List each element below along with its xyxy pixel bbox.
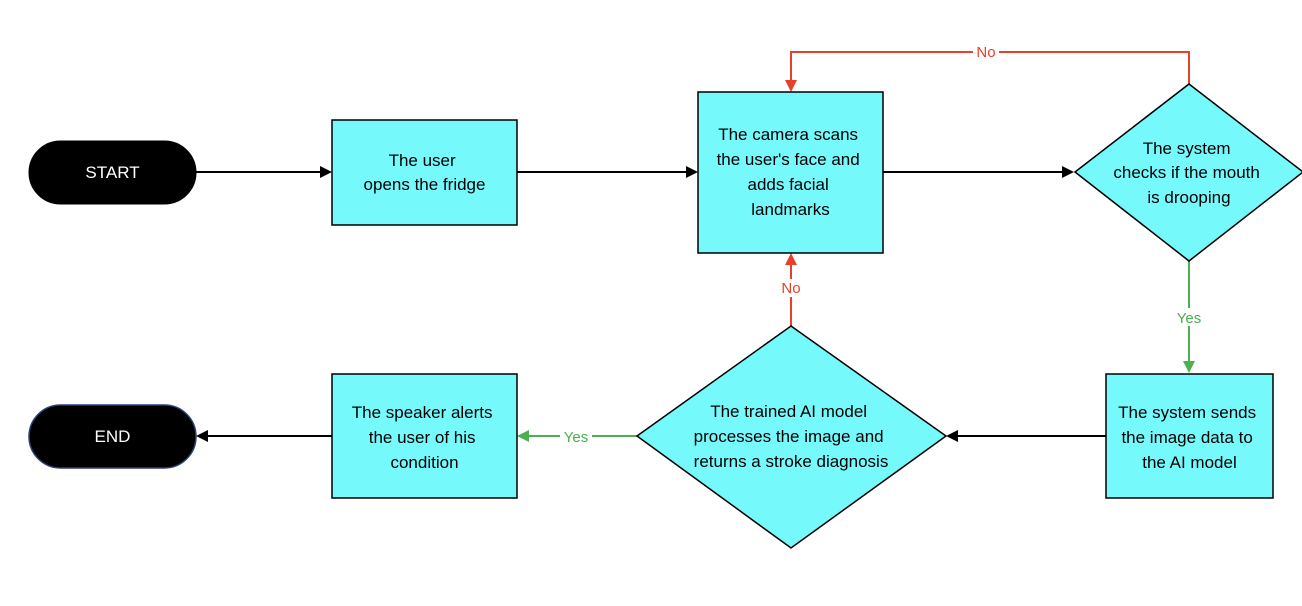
mouth-check-decision: The system checks if the mouth is droopi… xyxy=(1073,83,1302,262)
mouth-check-label: The system checks if the mouth is droopi… xyxy=(1113,139,1264,207)
end-terminal: END xyxy=(28,404,197,469)
open-fridge-step: The user opens the fridge xyxy=(331,119,518,226)
edge-label-mouth-no: No xyxy=(976,44,995,61)
speaker-alert-label: The speaker alerts the user of his condi… xyxy=(352,403,498,472)
camera-scan-label: The camera scans the user's face and add… xyxy=(717,125,865,219)
ai-model-decision: The trained AI model processes the image… xyxy=(635,325,948,549)
open-fridge-label: The user opens the fridge xyxy=(364,151,486,194)
send-data-step: The system sends the image data to the A… xyxy=(1105,373,1274,499)
ai-model-label: The trained AI model processes the image… xyxy=(694,402,889,471)
camera-scan-step: The camera scans the user's face and add… xyxy=(697,91,884,254)
start-label: START xyxy=(85,163,139,182)
speaker-alert-step: The speaker alerts the user of his condi… xyxy=(331,373,518,499)
end-label: END xyxy=(95,427,131,446)
send-data-label: The system sends the image data to the A… xyxy=(1118,403,1261,472)
edge-label-model-no: No xyxy=(781,280,800,297)
edge-label-mouth-yes: Yes xyxy=(1177,310,1201,327)
edge-label-model-yes: Yes xyxy=(564,429,588,446)
start-terminal: START xyxy=(28,140,197,205)
